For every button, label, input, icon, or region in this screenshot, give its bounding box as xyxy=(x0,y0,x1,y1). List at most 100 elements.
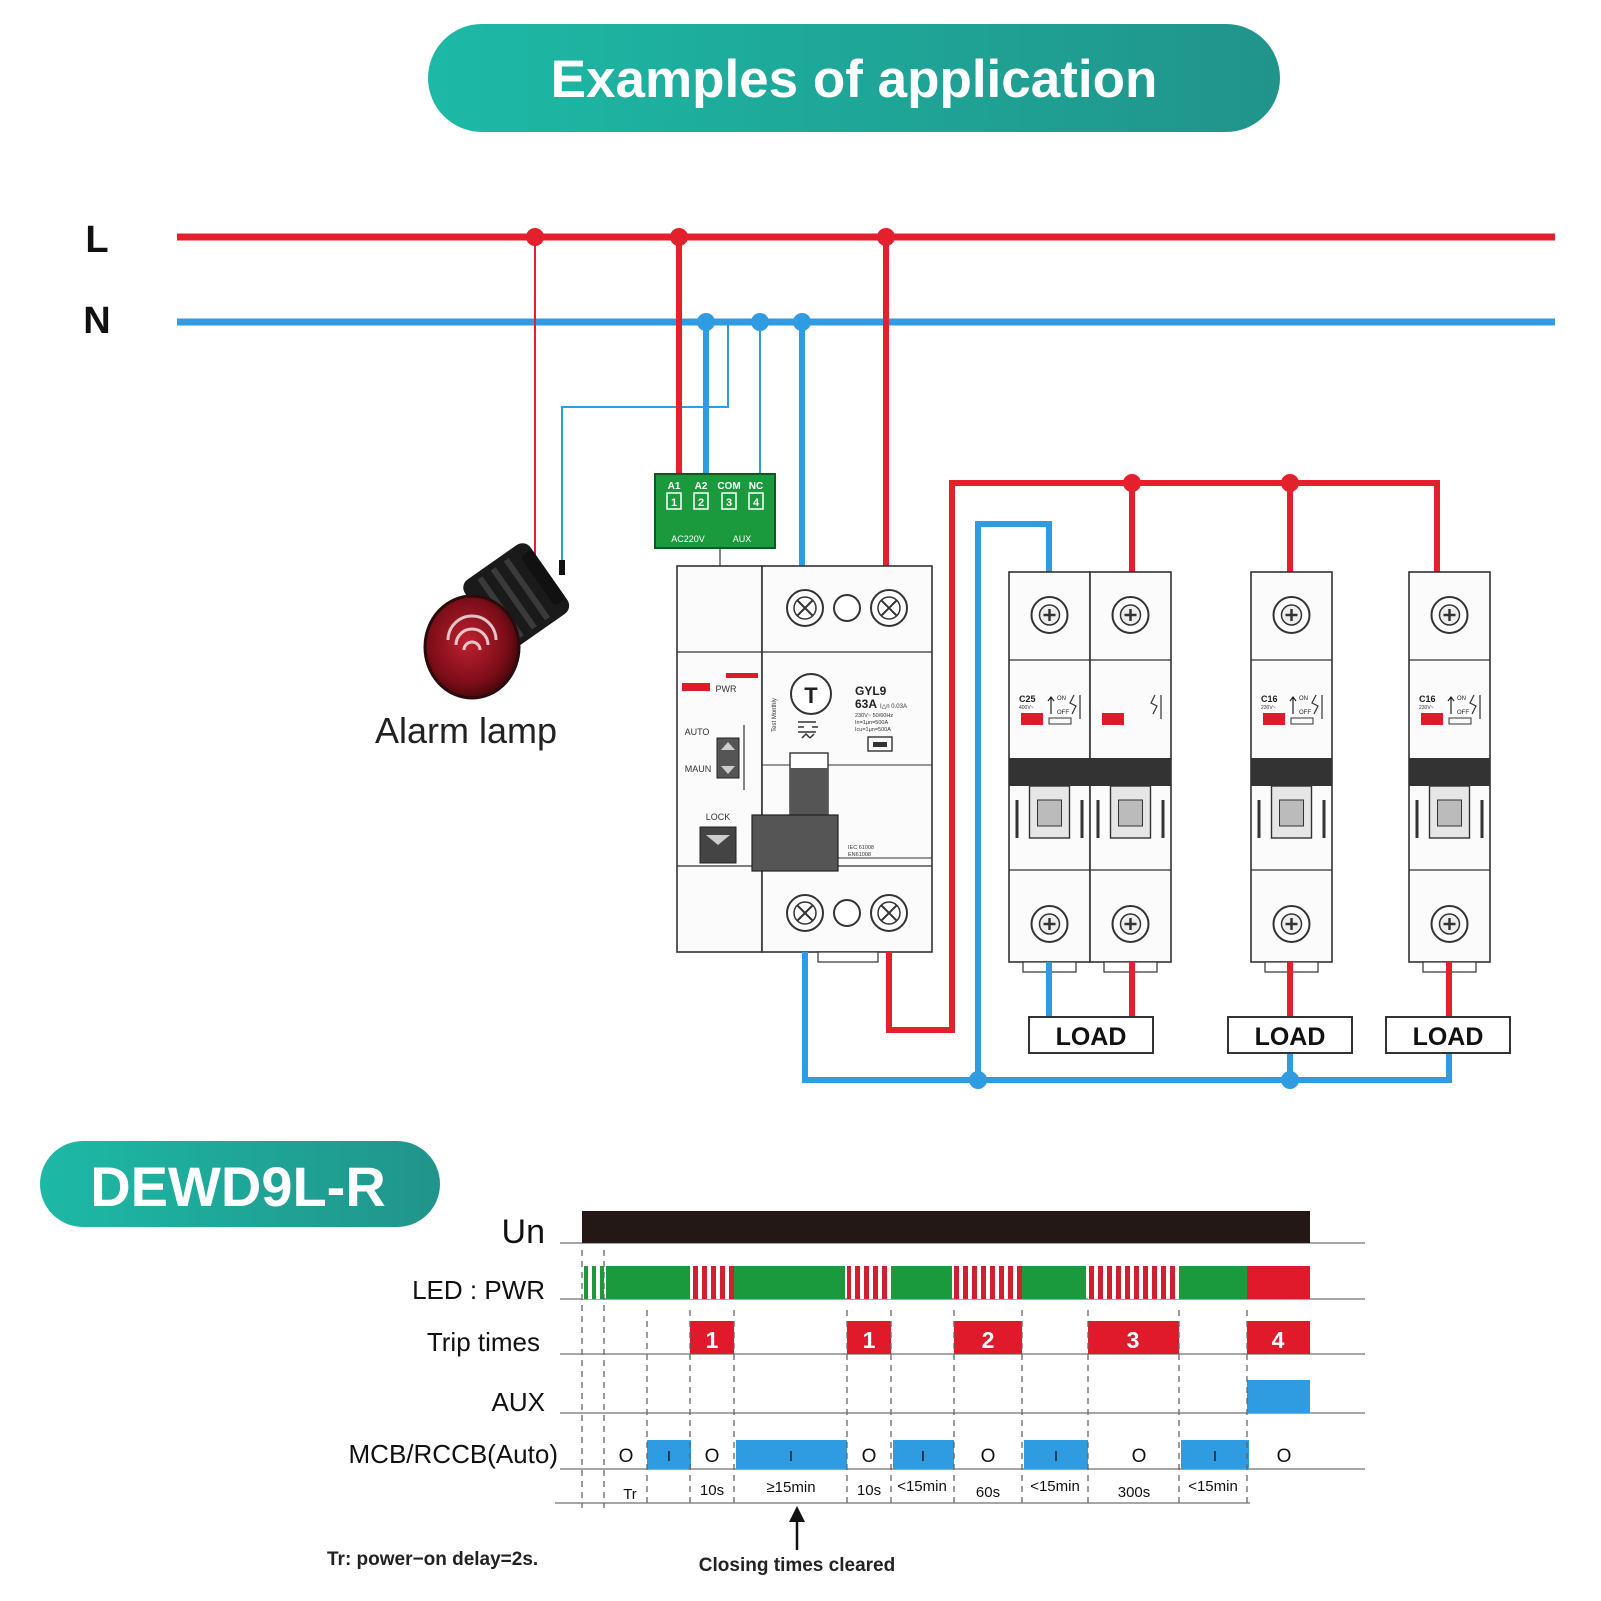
rcbo-spec-3: Icu=1μn=500A xyxy=(855,727,891,733)
rcbo-spec-2: In=1μn=500A xyxy=(855,720,888,726)
interval-tr: Tr xyxy=(623,1486,637,1503)
aux-terminal-com: COM xyxy=(717,481,740,492)
aux-terminal-a2: A2 xyxy=(695,481,708,492)
mcb-rating: C25 xyxy=(1019,694,1036,704)
load-label-2: LOAD xyxy=(1255,1023,1326,1051)
mcb-off-label: OFF xyxy=(1299,710,1311,716)
junction-dots xyxy=(526,228,895,331)
note-closing-cleared: Closing times cleared xyxy=(699,1555,895,1576)
aux-terminal-a1: A1 xyxy=(668,481,681,492)
mcb-state-10: I xyxy=(1213,1448,1217,1465)
aux-terminal-nc: NC xyxy=(749,481,763,492)
rcbo-model: GYL9 xyxy=(855,684,887,698)
aux-supply-label: AC220V xyxy=(671,534,705,544)
interval-5: 60s xyxy=(976,1484,1000,1501)
timing-row-mcb: MCB/RCCB(Auto) xyxy=(349,1439,558,1469)
mcb-voltage: 230V~ xyxy=(1261,705,1276,711)
rcbo-device: PWR AUTO MAUN LOCK T Test Mont xyxy=(676,548,933,963)
timing-row-trip: Trip times xyxy=(427,1327,540,1357)
header-banner: Examples of application xyxy=(428,24,1280,132)
mcb-off-label: OFF xyxy=(1057,710,1069,716)
closing-arrow xyxy=(789,1506,805,1550)
mcb-state-6: I xyxy=(921,1448,925,1465)
alarm-lamp-label: Alarm lamp xyxy=(375,710,557,751)
timing-row-un: Un xyxy=(502,1213,545,1251)
mcb-state-9: O xyxy=(1132,1446,1147,1467)
trip-row: 1 1 2 3 4 xyxy=(690,1321,1310,1354)
rcbo-manual-label: MAUN xyxy=(685,764,712,774)
rcbo-standard-2: EN61008 xyxy=(848,852,871,858)
product-badge: DEWD9L-R xyxy=(40,1141,440,1227)
trip-count-3: 2 xyxy=(982,1327,995,1353)
mcb-rating: C16 xyxy=(1419,694,1436,704)
interval-1: 10s xyxy=(700,1482,724,1499)
neutral-label: N xyxy=(83,300,110,342)
load-label-3: LOAD xyxy=(1413,1023,1484,1051)
rcbo-spec-1: 230V~ 50/60Hz xyxy=(855,713,893,719)
aux-wiring xyxy=(676,237,889,572)
mcb-state-11: O xyxy=(1277,1446,1292,1467)
aux-number-4: 4 xyxy=(753,497,760,509)
interval-7: 300s xyxy=(1118,1484,1151,1501)
trip-count-5: 4 xyxy=(1272,1327,1285,1353)
aux-contact-label: AUX xyxy=(733,534,752,544)
mcb-rating: C16 xyxy=(1261,694,1278,704)
interval-8: <15min xyxy=(1188,1478,1238,1495)
rcbo-pwr-label: PWR xyxy=(716,684,737,694)
interval-4: <15min xyxy=(897,1478,947,1495)
led-row xyxy=(582,1266,1310,1299)
mcb-state-2: I xyxy=(667,1448,671,1465)
trip-count-2: 1 xyxy=(863,1327,876,1353)
aux-number-2: 2 xyxy=(698,497,704,509)
rcbo-standard-1: IEC 61008 xyxy=(848,845,874,851)
rcbo-auto-label: AUTO xyxy=(685,727,710,737)
trip-count-4: 3 xyxy=(1127,1327,1140,1353)
mcb-on-label: ON xyxy=(1457,696,1466,702)
aux-number-1: 1 xyxy=(671,497,677,509)
mcb-on-label: ON xyxy=(1057,696,1066,702)
timing-row-aux: AUX xyxy=(492,1387,545,1417)
line-label: L xyxy=(85,219,108,261)
aux-active-bar xyxy=(1247,1380,1310,1413)
aux-number-3: 3 xyxy=(726,497,732,509)
mcb-on-label: ON xyxy=(1299,696,1308,702)
trip-count-1: 1 xyxy=(706,1327,719,1353)
mcb-state-5: O xyxy=(862,1446,877,1467)
mcb-state-8: I xyxy=(1054,1448,1058,1465)
rcbo-rating: 63A xyxy=(855,697,877,711)
interval-2: ≥15min xyxy=(766,1479,815,1496)
un-bar xyxy=(582,1211,1310,1243)
mcb-state-1: O xyxy=(619,1446,634,1467)
load-box-3: LOAD xyxy=(1385,1016,1511,1054)
mcb-off-label: OFF xyxy=(1457,710,1469,716)
mcb-state-3: O xyxy=(705,1446,720,1467)
page-title: Examples of application xyxy=(551,50,1158,109)
rcbo-test-button-label: T xyxy=(804,683,818,708)
rcbo-side-text: Test Monthly xyxy=(772,698,778,732)
timing-row-led: LED : PWR xyxy=(412,1275,545,1305)
interval-3: 10s xyxy=(857,1482,881,1499)
alarm-lamp xyxy=(423,543,570,700)
rcbo-lock-label: LOCK xyxy=(706,812,731,822)
load-wiring xyxy=(1046,962,1452,1017)
note-power-delay: Tr: power−on delay=2s. xyxy=(327,1549,538,1570)
aux-module: A1 A2 COM NC 1 2 3 4 AC220V AUX xyxy=(654,473,776,549)
product-model: DEWD9L-R xyxy=(90,1155,386,1218)
mcb-row: O I O I O I O I O I O xyxy=(619,1440,1292,1469)
mcb-state-4: I xyxy=(789,1448,793,1465)
alarm-wiring xyxy=(534,237,761,560)
interval-6: <15min xyxy=(1030,1478,1080,1495)
load-box-2: LOAD xyxy=(1227,1016,1353,1054)
rcbo-sensitivity: I△n 0.03A xyxy=(880,704,907,710)
load-label-1: LOAD xyxy=(1056,1023,1127,1051)
timing-diagram: Un LED : PWR Trip times AUX MCB/RCCB(Aut… xyxy=(327,1211,1365,1576)
mcb-pole xyxy=(1089,571,1172,973)
mcb-state-7: O xyxy=(981,1446,996,1467)
mcb-voltage: 400V~ xyxy=(1019,705,1034,711)
mcb-voltage: 230V~ xyxy=(1419,705,1434,711)
